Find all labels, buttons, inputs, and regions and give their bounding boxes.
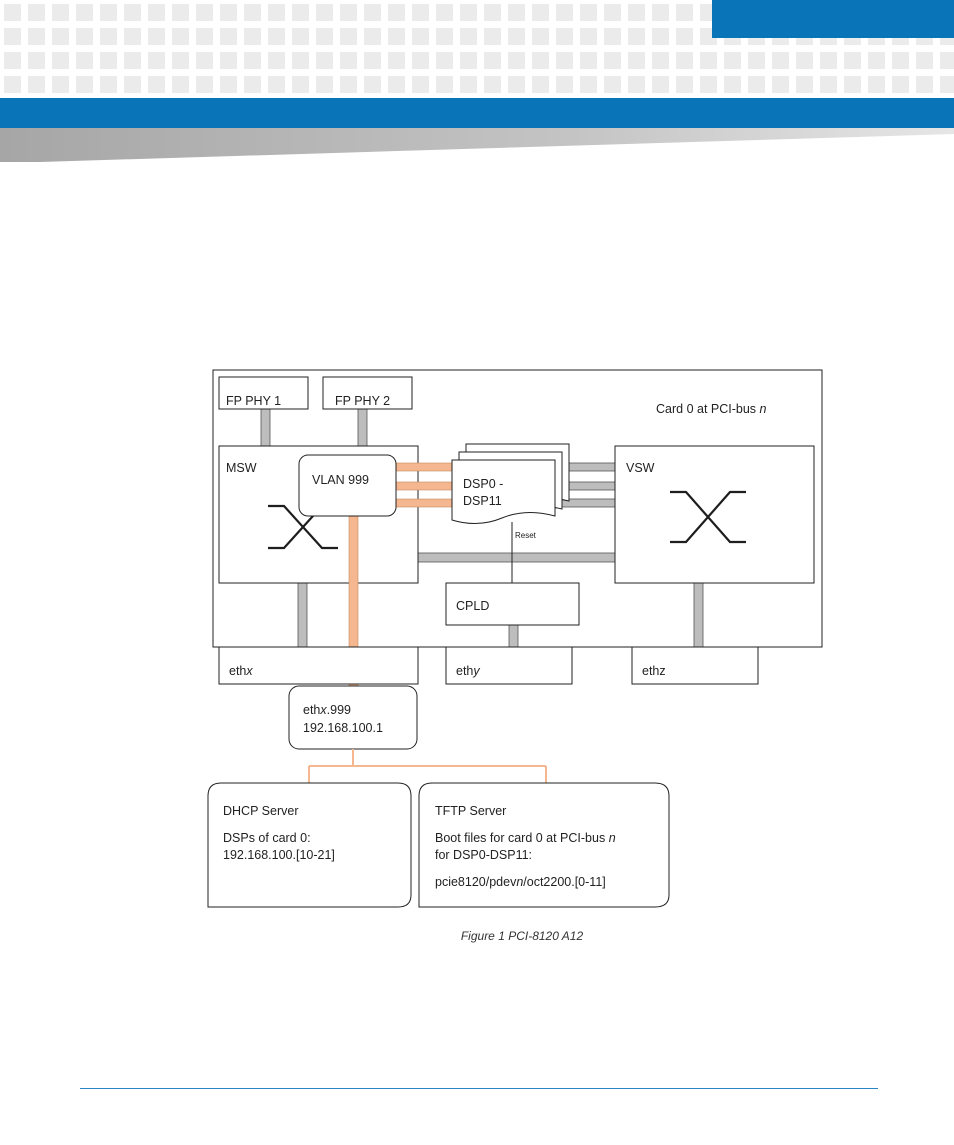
- vsw-box: [614, 445, 815, 584]
- tftp-line-1: Boot files for card 0 at PCI-bus n: [435, 831, 616, 845]
- tftp-line-3: pcie8120/pdevn/oct2200.[0-11]: [435, 875, 606, 889]
- link-fpphy2-msw: [357, 408, 368, 447]
- link-vlan-dsp-3: [395, 498, 455, 508]
- fp-phy-1-box: [218, 376, 309, 410]
- cpld-box: [445, 582, 580, 626]
- msw-label: MSW: [226, 461, 257, 475]
- ethx-label: ethx: [229, 664, 253, 678]
- fp-phy-1-label: FP PHY 1: [226, 394, 281, 408]
- cpld-label: CPLD: [456, 599, 489, 613]
- vlan-999-label: VLAN 999: [312, 473, 369, 487]
- tftp-line-2: for DSP0-DSP11:: [435, 848, 532, 862]
- vsw-label: VSW: [626, 461, 655, 475]
- tftp-server-box: [418, 782, 670, 908]
- ethx999-ip: 192.168.100.1: [303, 721, 383, 735]
- card-label: Card 0 at PCI-bus n: [656, 402, 767, 416]
- link-dsp-vsw-1: [567, 462, 616, 472]
- ethx-box: [218, 646, 419, 685]
- dhcp-title: DHCP Server: [223, 804, 298, 818]
- dsp-label-line1: DSP0 -: [463, 477, 503, 491]
- ethx999-label: ethx.999: [303, 703, 351, 717]
- vsw-switch-icon: [670, 490, 746, 544]
- link-dsp-vsw-2: [567, 481, 616, 491]
- link-fpphy1-msw: [260, 408, 271, 447]
- header-blue-band: [0, 98, 954, 128]
- dsp-stack: [451, 443, 570, 524]
- ethx999-box: [288, 685, 418, 750]
- dhcp-line-1: DSPs of card 0:: [223, 831, 311, 845]
- dsp-front-shape: [451, 459, 556, 524]
- tftp-title: TFTP Server: [435, 804, 506, 818]
- dhcp-server-box: [207, 782, 412, 908]
- ethy-box: [445, 646, 573, 685]
- server-links: [308, 749, 547, 783]
- figure-caption: Figure 1 PCI-8120 A12: [460, 929, 584, 943]
- dsp-label-line2: DSP11: [463, 494, 502, 508]
- fp-phy-2-label: FP PHY 2: [335, 394, 390, 408]
- vlan-999-box: [298, 454, 397, 517]
- link-vsw-ethz: [693, 582, 704, 648]
- gray-links: [260, 408, 704, 648]
- link-vlan-dsp-2: [395, 481, 455, 491]
- footer-rule: [80, 1088, 878, 1089]
- header-gray-wedge: [0, 128, 954, 162]
- ethy-label: ethy: [456, 664, 480, 678]
- ethz-label: ethz: [642, 664, 666, 678]
- dhcp-line-2: 192.168.100.[10-21]: [223, 848, 335, 862]
- link-cpld-ethy: [508, 624, 519, 648]
- header-corner-tab: [712, 0, 954, 38]
- fp-phy-2-box: [322, 376, 413, 410]
- ethz-box: [631, 646, 759, 685]
- link-msw-ethx: [297, 582, 308, 648]
- link-vlan-dsp-1: [395, 462, 455, 472]
- reset-label: Reset: [515, 531, 537, 540]
- link-msw-vsw: [417, 552, 616, 563]
